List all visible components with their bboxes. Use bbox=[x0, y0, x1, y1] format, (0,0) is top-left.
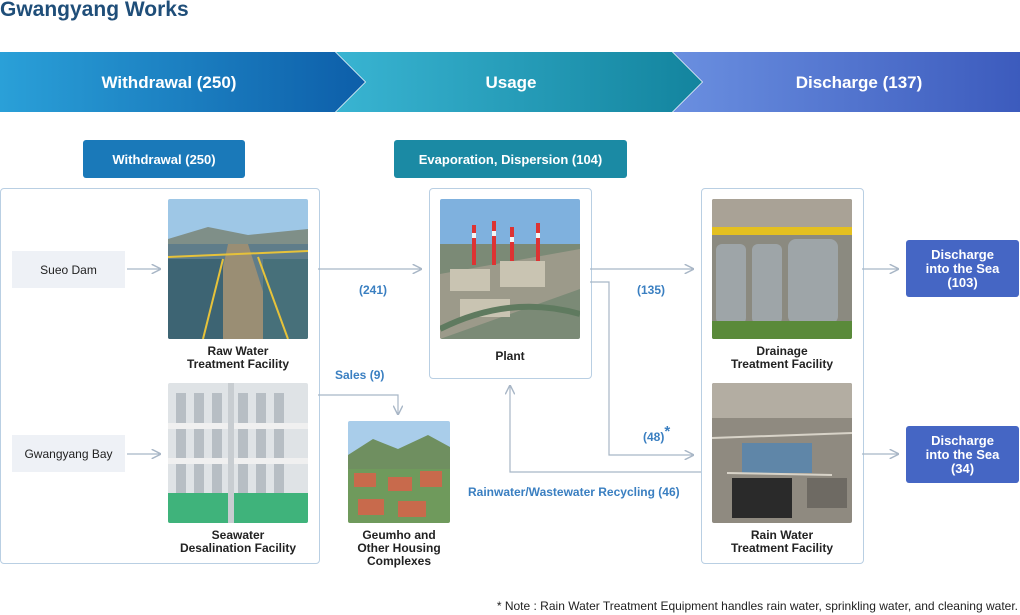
flow-label-to-plant: (241) bbox=[359, 283, 388, 297]
arrow-sales bbox=[318, 394, 398, 414]
page-title: Gwangyang Works bbox=[0, 0, 189, 21]
housing-caption: Geumho and Other Housing Complexes bbox=[334, 529, 464, 568]
raw-water-caption-line1: Raw Water bbox=[207, 344, 269, 358]
source-gwangyang-bay: Gwangyang Bay bbox=[12, 435, 125, 472]
phase-withdrawal-label: Withdrawal (250) bbox=[101, 72, 237, 92]
discharge-sea-103: Discharge into the Sea (103) bbox=[906, 240, 1019, 297]
seawater-photo bbox=[168, 383, 308, 523]
discharge-sea-103-line2: into the Sea bbox=[925, 260, 1000, 276]
housing-caption-line3: Complexes bbox=[366, 554, 432, 568]
raw-water-caption-line2: Treatment Facility bbox=[186, 357, 290, 371]
phase-banner bbox=[0, 52, 1020, 112]
raw-water-caption: Raw Water Treatment Facility bbox=[158, 345, 318, 371]
flow-label-recycling: Rainwater/Wastewater Recycling (46) bbox=[468, 485, 680, 499]
discharge-sea-34: Discharge into the Sea (34) bbox=[906, 426, 1019, 483]
phase-arrow-discharge bbox=[673, 52, 1020, 112]
flow-label-to-drainage: (135) bbox=[637, 283, 666, 297]
phase-arrow-withdrawal bbox=[0, 52, 365, 112]
discharge-sea-34-line2: into the Sea bbox=[925, 446, 1000, 462]
rain-water-caption-line1: Rain Water bbox=[750, 528, 814, 542]
flow-label-to-rain-mark: * bbox=[664, 423, 671, 440]
flow-label-to-rain-value: (48) bbox=[643, 430, 665, 444]
plant-photo bbox=[440, 199, 580, 339]
drainage-caption-line2: Treatment Facility bbox=[730, 357, 834, 371]
phase-usage-label: Usage bbox=[485, 72, 537, 92]
flow-label-to-rain: (48)* bbox=[643, 423, 670, 444]
arrow-to-rain bbox=[590, 281, 693, 455]
evaporation-chip: Evaporation, Dispersion (104) bbox=[394, 140, 627, 178]
phase-arrow-usage bbox=[336, 52, 702, 112]
rain-water-caption-line2: Treatment Facility bbox=[730, 541, 834, 555]
rain-water-caption: Rain Water Treatment Facility bbox=[702, 529, 862, 555]
phase-discharge-label: Discharge (137) bbox=[795, 72, 923, 92]
drainage-caption-line1: Drainage bbox=[756, 344, 808, 358]
flow-label-sales: Sales (9) bbox=[335, 368, 385, 382]
discharge-sea-103-line1: Discharge bbox=[931, 246, 994, 262]
seawater-caption-line2: Desalination Facility bbox=[179, 541, 297, 555]
rain-water-photo bbox=[712, 383, 852, 523]
discharge-sea-103-line3: (103) bbox=[947, 274, 978, 290]
drainage-caption: Drainage Treatment Facility bbox=[702, 345, 862, 371]
discharge-sea-34-line3: (34) bbox=[950, 460, 975, 476]
source-sueo-dam: Sueo Dam bbox=[12, 251, 125, 288]
footnote: * Note : Rain Water Treatment Equipment … bbox=[496, 599, 1018, 613]
plant-caption: Plant bbox=[495, 349, 525, 363]
drainage-photo bbox=[712, 199, 852, 339]
arrow-recycling bbox=[510, 386, 701, 473]
housing-caption-line2: Other Housing bbox=[357, 541, 441, 555]
seawater-caption-line1: Seawater bbox=[211, 528, 265, 542]
withdrawal-chip: Withdrawal (250) bbox=[83, 140, 245, 178]
housing-photo bbox=[348, 421, 450, 523]
raw-water-photo bbox=[168, 199, 308, 339]
seawater-caption: Seawater Desalination Facility bbox=[158, 529, 318, 555]
discharge-sea-34-line1: Discharge bbox=[931, 432, 994, 448]
housing-caption-line1: Geumho and bbox=[362, 528, 436, 542]
